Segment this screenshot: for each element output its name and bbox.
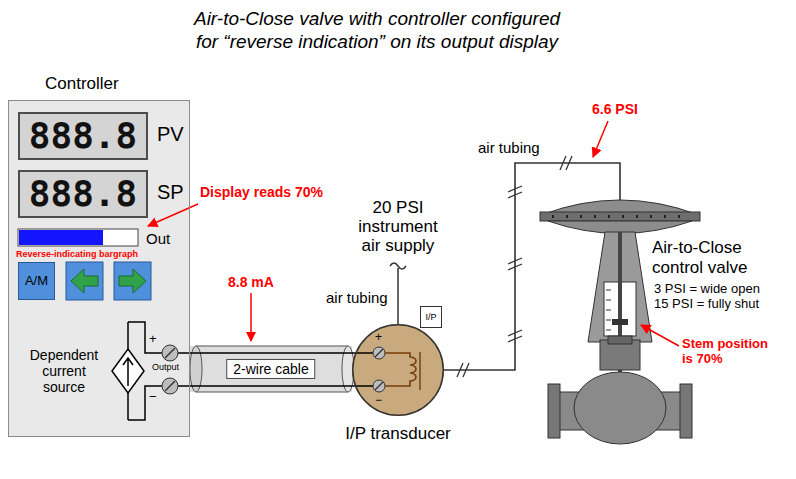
bargraph-fill	[19, 230, 103, 245]
callout-arrow	[250, 293, 252, 341]
signal-value: 8.8 mA	[228, 274, 274, 290]
node-heading: I/P transducer	[338, 424, 458, 444]
terminal-sign: −	[149, 390, 157, 405]
bargraph-note: Reverse-indicating bargraph	[16, 249, 138, 259]
arrow-button	[66, 262, 103, 300]
tubing-label: air tubing	[478, 139, 540, 156]
screw-slot	[375, 382, 383, 390]
valve-body	[574, 372, 666, 444]
terminal-screw	[162, 378, 178, 394]
cable-label: 2-wire cable	[226, 359, 315, 379]
control-valve: Air-to-Close control valve3 PSI = wide o…	[540, 200, 700, 450]
packing-nut	[608, 336, 632, 344]
controller-artwork	[8, 100, 190, 437]
button-label: A/M	[25, 274, 48, 289]
left-arrow-icon	[71, 269, 98, 293]
callout-arrow	[641, 325, 679, 346]
transducer-body	[352, 324, 444, 416]
digital-display: 888.8	[18, 170, 148, 218]
pneumatic-marks	[457, 156, 572, 377]
screw-slot	[165, 348, 175, 358]
ip-tag: I/P	[420, 306, 442, 328]
right-arrow-icon	[119, 269, 146, 293]
pipe-flange	[548, 384, 560, 438]
callout-arrow	[148, 204, 198, 226]
bargraph-frame	[18, 229, 138, 246]
terminal-screw	[162, 345, 178, 361]
screw-slot	[375, 349, 383, 357]
ip-transducer: I/P transducer	[352, 324, 444, 416]
display-digits: 888.8	[29, 173, 137, 214]
node-heading: Air-to-Close control valve	[652, 238, 782, 277]
coil-core	[419, 352, 420, 390]
transducer-outline	[352, 324, 444, 416]
terminal-screw	[373, 380, 385, 392]
source-label: Dependent current source	[22, 347, 106, 395]
illustration	[148, 121, 700, 444]
display-digits: 888.8	[29, 115, 137, 156]
current-source-symbol	[112, 349, 144, 393]
callout-arrow	[593, 121, 608, 157]
tubing-label: air tubing	[326, 289, 388, 306]
auto-manual-button: A/M	[18, 262, 55, 300]
display-tag: SP	[157, 181, 184, 203]
diagram-title: Air-to-Close valve with controller confi…	[187, 8, 567, 54]
flange-bolts	[552, 215, 680, 218]
tag-text: I/P	[425, 312, 436, 322]
node-heading: Controller	[45, 74, 119, 94]
position-scale	[606, 290, 611, 330]
supply-break	[390, 263, 406, 269]
current-arrow	[123, 358, 133, 386]
arrow-button	[114, 262, 151, 300]
screw-slot	[165, 381, 175, 391]
supply-tube	[397, 268, 399, 324]
pipe-flange	[680, 384, 692, 438]
controller-box: 888.8888.8A/MController	[8, 100, 190, 437]
terminal-screw	[373, 347, 385, 359]
callout-note: Stem position is 70%	[682, 337, 774, 367]
signal-wire	[178, 353, 373, 386]
range-note: 3 PSI = wide open 15 PSI = fully shut	[654, 282, 768, 312]
terminal-label: Output	[152, 362, 179, 372]
supply-label: 20 PSI instrument air supply	[352, 198, 444, 255]
pressure-value: 6.6 PSI	[592, 101, 638, 117]
controller-body	[8, 100, 190, 437]
actuator-flange	[540, 212, 700, 221]
stem-indicator	[612, 319, 628, 325]
digital-display: 888.8	[18, 112, 148, 160]
terminal-sign: +	[149, 332, 157, 347]
coil-symbol	[385, 353, 416, 386]
terminal-sign: +	[375, 331, 382, 345]
callout-note: Display reads 70%	[200, 184, 323, 200]
transducer-outline	[353, 325, 444, 416]
bargraph-tag: Out	[146, 230, 170, 247]
terminal-sign: −	[375, 394, 382, 408]
display-tag: PV	[157, 123, 184, 145]
